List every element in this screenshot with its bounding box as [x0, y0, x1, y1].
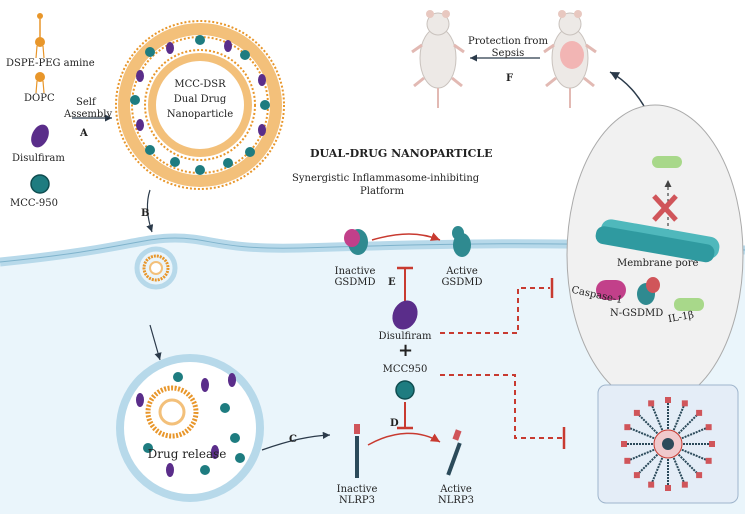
inflammasome-filament-tip	[633, 472, 640, 479]
nanoparticle-large	[115, 20, 285, 190]
step-e-label: E	[388, 277, 396, 288]
gsdmd-inactive-shape	[344, 229, 368, 255]
nanoparticle-label-2: Dual Drug	[173, 94, 227, 105]
mcc950-center-label: MCC950	[382, 364, 428, 375]
step-d-label: D	[390, 418, 399, 429]
assembly-label: Assembly	[64, 109, 113, 120]
disulfiram-icon	[31, 124, 49, 148]
endosome	[116, 354, 264, 502]
nanoparticle-label-3: Nanoparticle	[166, 109, 234, 120]
inflammasome-filament	[671, 402, 686, 434]
inflammasome-filament-tip	[681, 481, 688, 488]
inflammasome-filament	[678, 447, 710, 462]
legend-disulfiram-label: Disulfiram	[12, 153, 65, 164]
nlrp3-activation-arrow	[367, 432, 441, 446]
inflammasome-filament-tip	[705, 424, 712, 431]
legend-mcc-label: MCC-950	[10, 198, 59, 209]
inflammasome-filament	[678, 426, 710, 441]
il1b-shape	[674, 298, 704, 311]
inflammasome-filament-tip	[624, 457, 631, 464]
dspe-peg-icon	[35, 13, 45, 59]
inflammasome-filament	[671, 454, 686, 486]
nlrp3-inactive-label-2: NLRP3	[338, 495, 375, 506]
mcc950-center	[395, 380, 415, 400]
inflammasome-filament-tip	[696, 409, 703, 416]
nlrp3-inactive-shape	[354, 424, 360, 478]
nlrp3-active-shape	[446, 429, 462, 476]
dopc-icon	[35, 72, 45, 94]
step-f-label: F	[506, 73, 514, 84]
gsdmd-active-shape	[452, 226, 471, 257]
heading-sub-2: Platform	[360, 186, 404, 197]
inflammasome-filament-tip	[709, 441, 715, 447]
inflammasome-filament	[626, 426, 658, 441]
inflammasome-filament-tip	[681, 400, 688, 407]
nlrp3-inactive-label-1: Inactive	[336, 484, 378, 495]
inflammasome-complex	[621, 397, 715, 491]
legend-dopc-label: DOPC	[24, 93, 55, 104]
membrane-pore-label: Membrane pore	[617, 258, 699, 269]
membrane-pore	[595, 219, 720, 263]
mcc950-icon	[30, 174, 50, 194]
inflammasome-filament-tip	[696, 472, 703, 479]
legend-dspe-label: DSPE-PEG amine	[6, 58, 95, 69]
mouse-septic	[543, 10, 597, 108]
inflammasome-filament	[636, 451, 661, 476]
step-a-label: A	[80, 128, 88, 139]
protection-label-1: Protection from	[468, 36, 548, 47]
step-b-label: B	[141, 208, 150, 219]
gsdmd-active-label-2: GSDMD	[441, 277, 483, 288]
protection-label-2: Sepsis	[491, 48, 525, 59]
nlrp3-active-label-2: NLRP3	[437, 495, 474, 506]
arrow-to-endosome	[149, 324, 162, 361]
inflammasome-filament	[675, 412, 700, 437]
inflammasome-filament-tip	[633, 409, 640, 416]
heading-sub-1: Synergistic Inflammasome-inhibiting	[292, 173, 480, 184]
nanoparticle-label-1: MCC-DSR	[174, 79, 226, 90]
gsdmd-active-label-1: Active	[446, 266, 478, 277]
self-label: Self	[76, 97, 96, 108]
endocytic-vesicle	[134, 246, 178, 290]
step-c-label: C	[289, 434, 297, 445]
inflammasome-filament	[675, 451, 700, 476]
inflammasome-filament	[650, 454, 665, 486]
disulfiram-center	[392, 300, 418, 330]
inflammasome-filament-tip	[665, 397, 671, 403]
blocked-cross	[652, 194, 678, 222]
arrow-b	[146, 189, 154, 233]
inflammasome-filament-tip	[648, 481, 655, 488]
caspase1-shape	[596, 280, 626, 300]
ngsdmd-shape	[637, 277, 660, 305]
inflammasome-center	[662, 438, 674, 450]
gsdmd-inactive-label-2: GSDMD	[334, 277, 376, 288]
nlrp3-active-label-1: Active	[440, 484, 472, 495]
inflammasome-filament	[626, 447, 658, 462]
gsdmd-activation-arrow	[371, 232, 441, 241]
inflammasome-filament	[650, 402, 665, 434]
disulfiram-to-pore-inhibition	[440, 287, 550, 334]
ngsdmd-label: N-GSDMD	[610, 308, 664, 319]
drug-release-label: Drug release	[147, 447, 227, 461]
inflammasome-filament	[636, 412, 661, 437]
inflammasome-filament-tip	[624, 424, 631, 431]
inflammasome-filament-tip	[648, 400, 655, 407]
mouse-healthy	[411, 10, 465, 108]
inflammasome-filament-tip	[705, 457, 712, 464]
inflammasome-filament-tip	[665, 485, 671, 491]
disulfiram-center-label: Disulfiram	[378, 331, 432, 342]
plus-sign: +	[398, 340, 414, 361]
il1b-released	[652, 156, 682, 168]
heading-title: DUAL-DRUG NANOPARTICLE	[310, 147, 493, 160]
arrow-c	[261, 431, 331, 451]
inflammasome-filament-tip	[621, 441, 627, 447]
mcc950-to-inflammasome-inhibition	[440, 374, 562, 439]
cell-membrane-inner	[0, 237, 745, 263]
gsdmd-inactive-label-1: Inactive	[334, 266, 376, 277]
